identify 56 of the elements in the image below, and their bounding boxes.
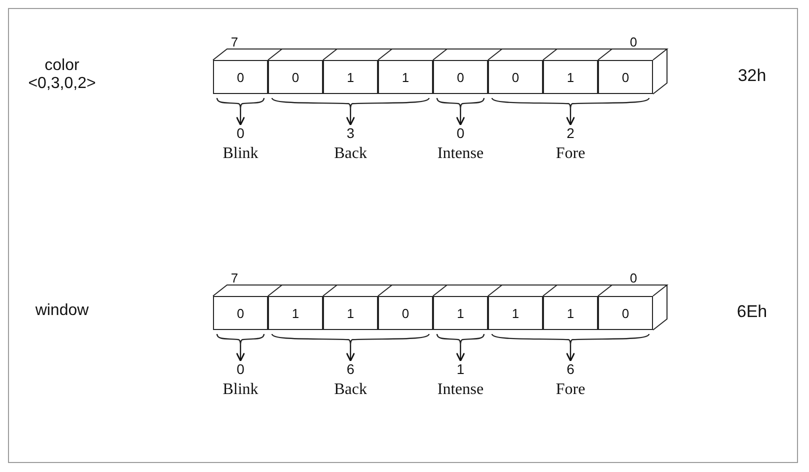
curly-brace [491,333,650,345]
curly-brace [271,97,430,109]
bit-cell: 1 [488,296,543,330]
bit-index: 0 [628,270,638,286]
register-name: window [34,302,90,320]
curly-brace [216,333,265,345]
arrow [566,345,576,362]
arrow [346,109,356,126]
field-name: Intense [437,145,484,163]
arrow [346,345,356,362]
field-name: Blink [222,145,258,163]
curly-brace [436,333,485,345]
field-name: Fore [556,145,586,163]
field-value: 0 [230,361,250,377]
field-value: 2 [560,125,580,141]
bit-cell: 1 [543,60,598,94]
field-name: Back [334,145,367,163]
bit-index: 7 [230,270,240,286]
bit-index: 0 [628,34,638,50]
bit-cell: 0 [488,60,543,94]
arrow [236,109,246,126]
field-value: 3 [340,125,360,141]
arrow [566,109,576,126]
curly-brace [271,333,430,345]
arrow [236,345,246,362]
field-value: 6 [340,361,360,377]
bit-cell: 1 [378,60,433,94]
field-name: Blink [222,381,258,399]
field-value: 6 [560,361,580,377]
hex-value: 32h [736,66,768,86]
bit-cell: 1 [323,296,378,330]
bit-cell: 1 [323,60,378,94]
register-name: color <0,3,0,2> [27,57,97,93]
bit-index: 7 [230,34,240,50]
arrow [456,109,466,126]
bit-cell: 0 [598,60,653,94]
curly-brace [436,97,485,109]
arrow [456,345,466,362]
field-value: 0 [230,125,250,141]
hex-value: 6Eh [736,302,768,322]
field-name: Intense [437,381,484,399]
bit-cell: 0 [213,60,268,94]
bit-cell: 0 [378,296,433,330]
bit-cell: 1 [433,296,488,330]
curly-brace [216,97,265,109]
curly-brace [491,97,650,109]
field-name: Fore [556,381,586,399]
field-value: 0 [450,125,470,141]
bit-cell: 1 [268,296,323,330]
bit-cell: 0 [213,296,268,330]
bit-cell: 0 [433,60,488,94]
bit-cell: 0 [598,296,653,330]
field-name: Back [334,381,367,399]
bit-cell: 0 [268,60,323,94]
bit-cell: 1 [543,296,598,330]
field-value: 1 [450,361,470,377]
